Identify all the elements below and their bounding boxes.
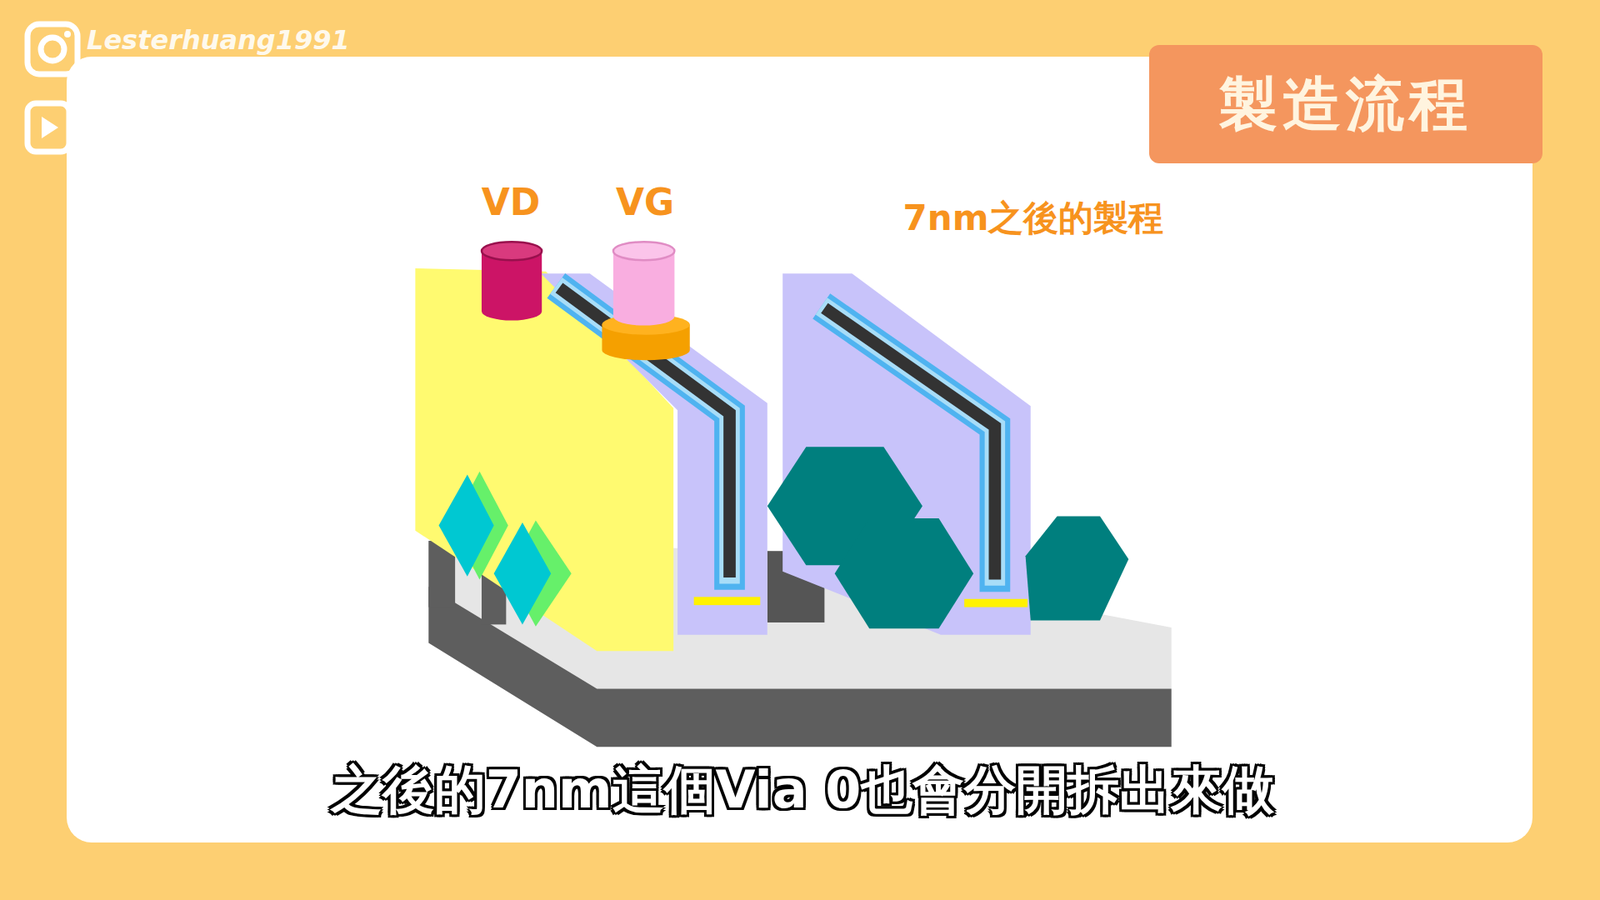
vd-via-top: [481, 241, 542, 260]
gate-bottom: [964, 599, 1028, 608]
epi-hexagon: [1025, 516, 1130, 621]
gate-metal: [559, 287, 730, 578]
subtitle-caption: 之後的7nm這個Via 0也會分開拆出來做: [330, 755, 1275, 825]
instagram-icon: [27, 24, 78, 75]
signal-label: VG: [615, 180, 675, 224]
gate-liner: [555, 285, 730, 585]
gate-metal: [824, 308, 995, 580]
youtube-play: [41, 116, 59, 139]
gate-liner: [555, 285, 730, 590]
gate-bottom: [694, 596, 761, 605]
instagram-lens: [40, 37, 65, 61]
youtube-icon: [27, 103, 70, 152]
gate-block: [540, 273, 768, 635]
signal-label: VD: [481, 180, 541, 224]
epi-hexagon: [835, 518, 975, 629]
fin-diamond: [494, 522, 552, 625]
gate-liner: [821, 305, 995, 586]
vg-via-top: [613, 241, 675, 260]
note-label: 7nm之後的製程: [903, 195, 1165, 242]
vd-via: [481, 250, 542, 320]
fin-diamond: [439, 474, 495, 576]
title-badge-text: 製造流程: [1219, 65, 1473, 145]
watermark: Lesterhuang1991: [86, 24, 350, 56]
vg-via: [613, 250, 675, 325]
instagram-dot: [64, 30, 71, 38]
gate-liner: [821, 305, 995, 592]
